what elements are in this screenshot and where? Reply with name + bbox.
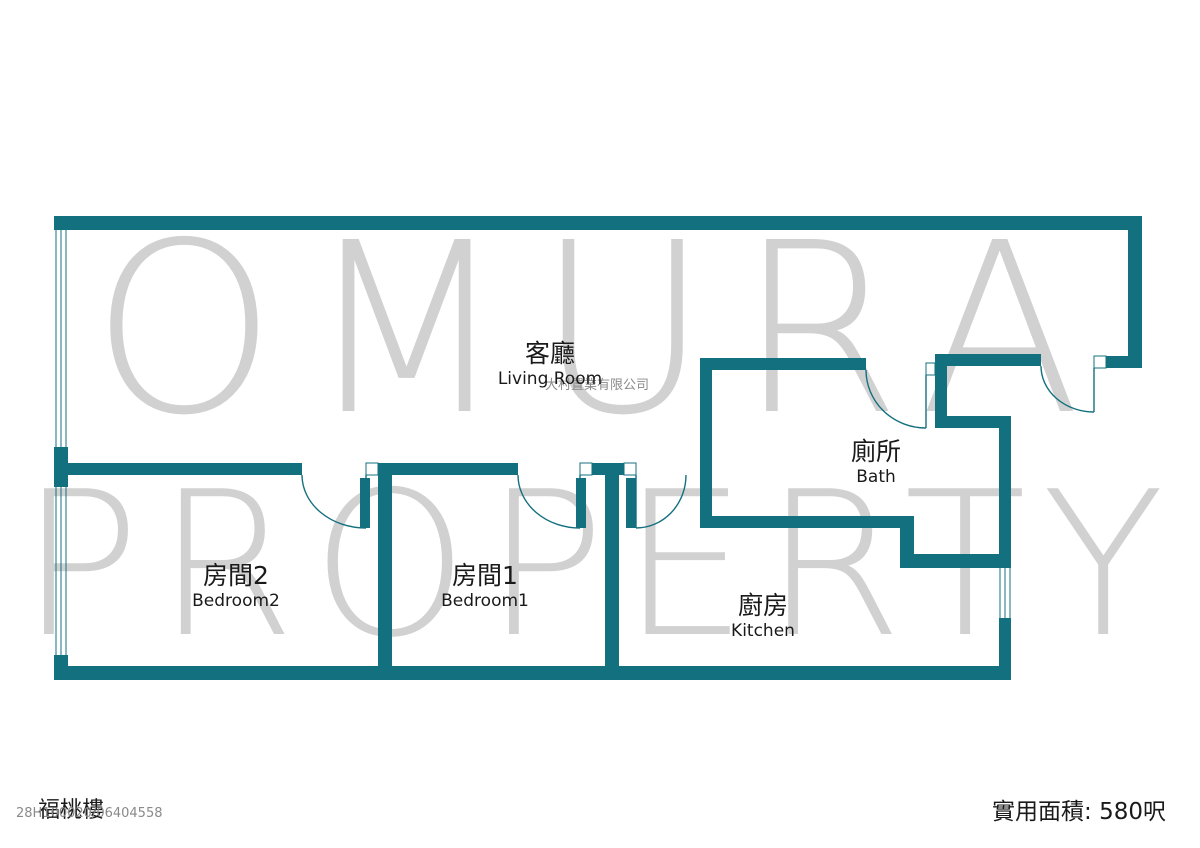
window-right	[999, 568, 1011, 618]
room-name-en: Bath	[856, 467, 896, 488]
room-name-zh: 客廳	[524, 339, 575, 368]
wall-bath-bottom-right	[900, 554, 1011, 568]
windows	[55, 230, 1011, 655]
building-name: 福桃樓	[38, 798, 105, 823]
company-watermark: 大村置業有限公司	[545, 378, 650, 393]
door-bath	[865, 362, 936, 429]
wall-bath-top-right	[935, 354, 1041, 366]
wall-bed1-right	[605, 463, 619, 680]
room-label-bedroom1: 房間1 Bedroom1	[415, 560, 555, 613]
room-name-zh: 廁所	[850, 437, 901, 466]
wall-bath-notch	[935, 416, 1011, 428]
wall-right-lower	[999, 618, 1011, 680]
door-bedroom2	[301, 462, 379, 529]
room-name-zh: 房間2	[203, 561, 269, 590]
wall-right-mid	[999, 416, 1011, 568]
wall-bottom	[54, 666, 1011, 680]
room-name-zh: 房間1	[452, 561, 518, 590]
door-kitchen	[623, 462, 687, 529]
wall-bath-vert-small	[935, 354, 947, 428]
room-name-en: Kitchen	[731, 621, 795, 642]
room-name-en: Bedroom2	[192, 591, 280, 612]
door-entrance	[1040, 355, 1107, 413]
window-left-upper	[55, 230, 67, 447]
room-label-bath: 廁所 Bath	[806, 436, 946, 489]
room-name-en: Bedroom1	[441, 591, 529, 612]
wall-bath-left	[700, 358, 712, 528]
walls	[54, 216, 1142, 680]
door-bedroom1	[517, 462, 593, 529]
room-label-bedroom2: 房間2 Bedroom2	[166, 560, 306, 613]
wall-bed2-door-jamb	[360, 478, 370, 528]
wall-bed2-top	[54, 463, 302, 475]
saleable-area: 實用面積: 580呎	[992, 799, 1166, 825]
room-label-kitchen: 廚房 Kitchen	[693, 590, 833, 643]
room-label-living: 客廳 Living Room	[470, 338, 630, 391]
doors	[301, 355, 1107, 529]
wall-right-upper	[1128, 216, 1142, 368]
wall-bed1-top	[378, 463, 518, 475]
wall-bath-bottom	[700, 516, 914, 528]
wall-bed1-left	[378, 463, 392, 680]
room-name-en: Living Room	[497, 369, 603, 390]
wall-bath-top	[700, 358, 866, 370]
window-left-lower	[55, 487, 67, 655]
room-name-zh: 廚房	[737, 591, 788, 620]
wall-right-ledge	[1106, 356, 1142, 368]
wall-bed1-door-jamb	[576, 478, 586, 528]
wall-kitchen-door-jamb	[626, 478, 636, 528]
license-number: 28H100020/06404558	[16, 806, 163, 821]
wall-top	[54, 216, 1142, 230]
